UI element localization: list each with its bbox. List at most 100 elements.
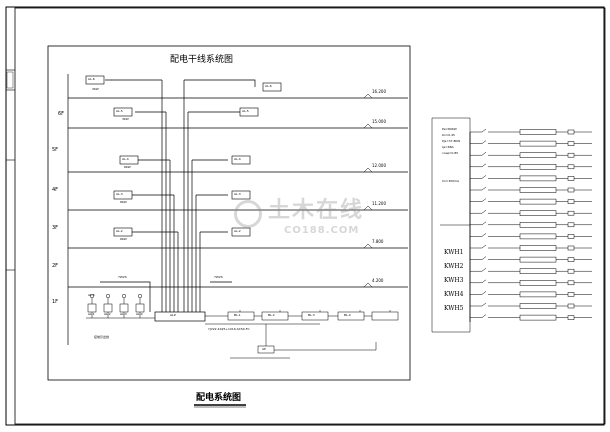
kwh-1: KWH1 [444, 249, 464, 256]
panel-note-3: Pjs=37.8KW [442, 139, 461, 143]
ground-box-4: AL-4 [136, 312, 143, 316]
branch-circuit-part [481, 314, 487, 318]
equipment-1: BL-1 [234, 313, 241, 317]
cable-label-5: 6KW [120, 237, 127, 241]
panel-note-1: Pe=80KW [442, 127, 457, 131]
branch-circuit-part [481, 128, 487, 133]
diagram-frame [47, 45, 411, 381]
branch-circuit-part [519, 198, 557, 205]
branch-circuit-part [481, 291, 487, 295]
panel-label-r3: AL-4 [234, 157, 241, 161]
branch-circuit-part [481, 268, 487, 272]
branch-circuit-part [519, 233, 557, 240]
branch-circuit-part [481, 233, 487, 237]
branch-circuit-part [481, 279, 487, 283]
branch-circuit-part [567, 129, 575, 135]
cable-label-3: 6KW [124, 165, 131, 169]
branch-circuit-part [519, 152, 557, 158]
elevation-4: 11.200 [372, 201, 386, 206]
branch-circuit-part [567, 187, 575, 193]
ground-box-5: AL-5 [88, 293, 95, 297]
panel-label-r4: AL-3 [234, 192, 241, 196]
floor-label-2f: 2F [52, 263, 59, 269]
elevation-3: 12.000 [372, 163, 386, 168]
branch-circuit-part [519, 222, 557, 228]
branch-circuit-part [481, 163, 487, 168]
branch-circuit-part [481, 198, 487, 202]
cable-label-2: 3KW [122, 117, 129, 121]
bottom-box-label: AP [262, 347, 266, 351]
ground-boxes [86, 293, 155, 319]
branch-circuit-part [481, 151, 487, 156]
main-panel-label: ALZ [170, 313, 176, 317]
panel-label-r2: AL-5 [242, 109, 249, 113]
watermark-chinese: 土木在线 [268, 198, 365, 223]
diagram-caption: 配电系统图 [196, 393, 242, 403]
branch-circuit-part [519, 164, 557, 170]
branch-circuit-part [567, 210, 575, 216]
panel-note-4: Ijs=68A [442, 145, 454, 149]
panel-label-l4: AL-3 [116, 192, 123, 196]
ground-note: 接地引出线 [94, 335, 110, 339]
elevation-2: 15.000 [372, 119, 386, 124]
panel-note-5: cosφ=0.85 [442, 151, 459, 155]
main-panel [154, 311, 206, 322]
branch-circuit-part [519, 268, 557, 274]
floor-panels [85, 75, 282, 237]
outer-border [5, 6, 605, 426]
branch-circuit-part [481, 244, 487, 249]
panel-label-r5: AL-2 [234, 229, 241, 233]
feeder-label: YJV22-4X25+1X16-SC50-FC [208, 327, 250, 331]
diagram-title: 配电干线系统图 [170, 55, 234, 65]
inner-border [14, 7, 606, 425]
elevation-1: 16.200 [372, 89, 386, 94]
bottom-feed [230, 324, 377, 359]
floor-label-6f: 6F [58, 111, 65, 117]
branch-circuit-part [567, 234, 575, 239]
kwh-3: KWH3 [444, 277, 464, 284]
branch-circuit-part [567, 222, 575, 228]
cable-label-7: 7W2S [214, 275, 223, 279]
branch-circuit-part [519, 256, 557, 263]
kwh-2: KWH2 [444, 263, 464, 270]
branch-circuit-part [481, 302, 487, 307]
floor-label-4f: 4F [52, 187, 59, 193]
equipment-2: BL-2 [268, 313, 275, 317]
cable-label-6: 7W2S [118, 275, 127, 279]
kwh-4: KWH4 [444, 291, 464, 298]
cable-label-4: 6KW [120, 200, 127, 204]
branch-circuit-part [519, 210, 557, 216]
elevation-marks [363, 93, 373, 288]
equipment-4: BL-4 [344, 313, 351, 317]
branch-circuit-part [519, 129, 557, 135]
panel-note-6: Im=300mA [442, 179, 460, 183]
branch-circuit-part [481, 140, 487, 144]
elevation-6: 4.200 [372, 278, 384, 283]
panel-label-r1: AL-6 [265, 84, 272, 88]
branch-circuit-part [567, 152, 575, 158]
branch-circuit-part [519, 280, 557, 286]
panel-label-l1: AL-6 [88, 77, 95, 81]
floor-label-1f: 1F [52, 299, 59, 305]
branch-circuit-part [567, 268, 575, 274]
riser-cables [100, 79, 256, 312]
floor-label-5f: 5F [52, 147, 59, 153]
panel-label-l3: AL-4 [122, 157, 129, 161]
equipment-boxes [227, 310, 399, 321]
branch-circuit-part [481, 209, 487, 214]
branch-circuit-part [481, 256, 487, 260]
branch-circuit-part [481, 186, 487, 191]
branch-circuit-part [481, 175, 487, 179]
branch-circuit-part [481, 221, 487, 226]
ground-box-1: AL-1 [88, 312, 95, 316]
watermark-english: CO188.COM [284, 225, 360, 236]
branch-circuit-part [567, 257, 575, 262]
branch-circuit-part [567, 315, 575, 320]
branch-circuits [470, 128, 592, 321]
branch-circuit-part [567, 280, 575, 286]
branch-circuit-part [567, 199, 575, 204]
branch-circuit-part [567, 141, 575, 146]
panel-label-l5: AL-2 [116, 229, 123, 233]
branch-circuit-part [567, 303, 575, 309]
